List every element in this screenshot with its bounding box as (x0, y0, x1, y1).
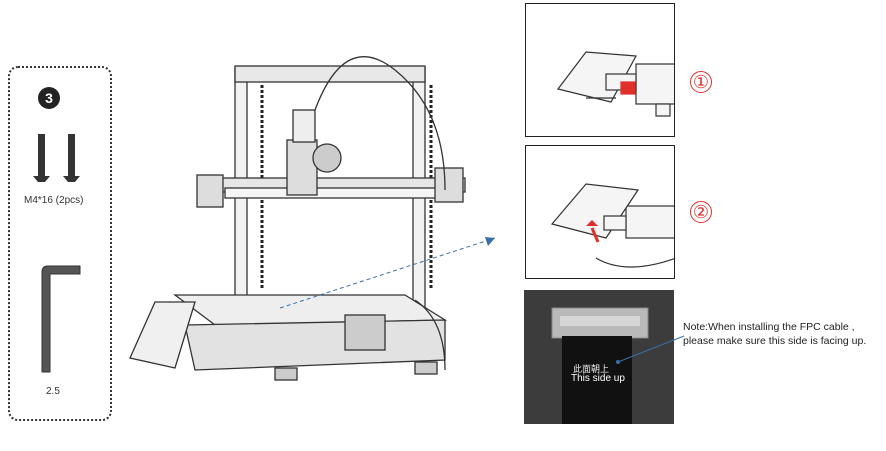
cable-stamp-en: This side up (571, 373, 625, 384)
step2-marker: ② (690, 201, 712, 223)
fpc-cable-photo (524, 290, 674, 424)
cable-stamp-cn: 此面朝上 (573, 364, 610, 374)
printer-illustration (129, 56, 495, 381)
hex-key-icon (41, 265, 81, 373)
note-leader (616, 335, 685, 364)
arrow-head (485, 237, 495, 246)
screws-illustration (33, 134, 80, 182)
insert-arrow-icon (590, 227, 600, 243)
fpc-note: Note:When installing the FPC cable , ple… (683, 320, 866, 348)
step1-illustration (556, 51, 674, 117)
fpc-note-line2: please make sure this side is facing up. (683, 335, 867, 347)
fpc-note-line1: Note:When installing the FPC cable , (683, 321, 855, 333)
step2-panel (525, 145, 675, 279)
fpc-connector-illustration (524, 290, 674, 424)
hex-key-label: 2.5 (46, 386, 60, 397)
parts-box (8, 66, 112, 421)
step2-illustration (550, 183, 674, 268)
screw-icon (33, 134, 50, 182)
screw-icon (63, 134, 80, 182)
step-number-badge: 3 (38, 87, 60, 109)
step1-marker: ① (690, 71, 712, 93)
leader-line (279, 237, 495, 309)
screw-label: M4*16 (2pcs) (24, 195, 84, 206)
step1-panel (525, 3, 675, 137)
